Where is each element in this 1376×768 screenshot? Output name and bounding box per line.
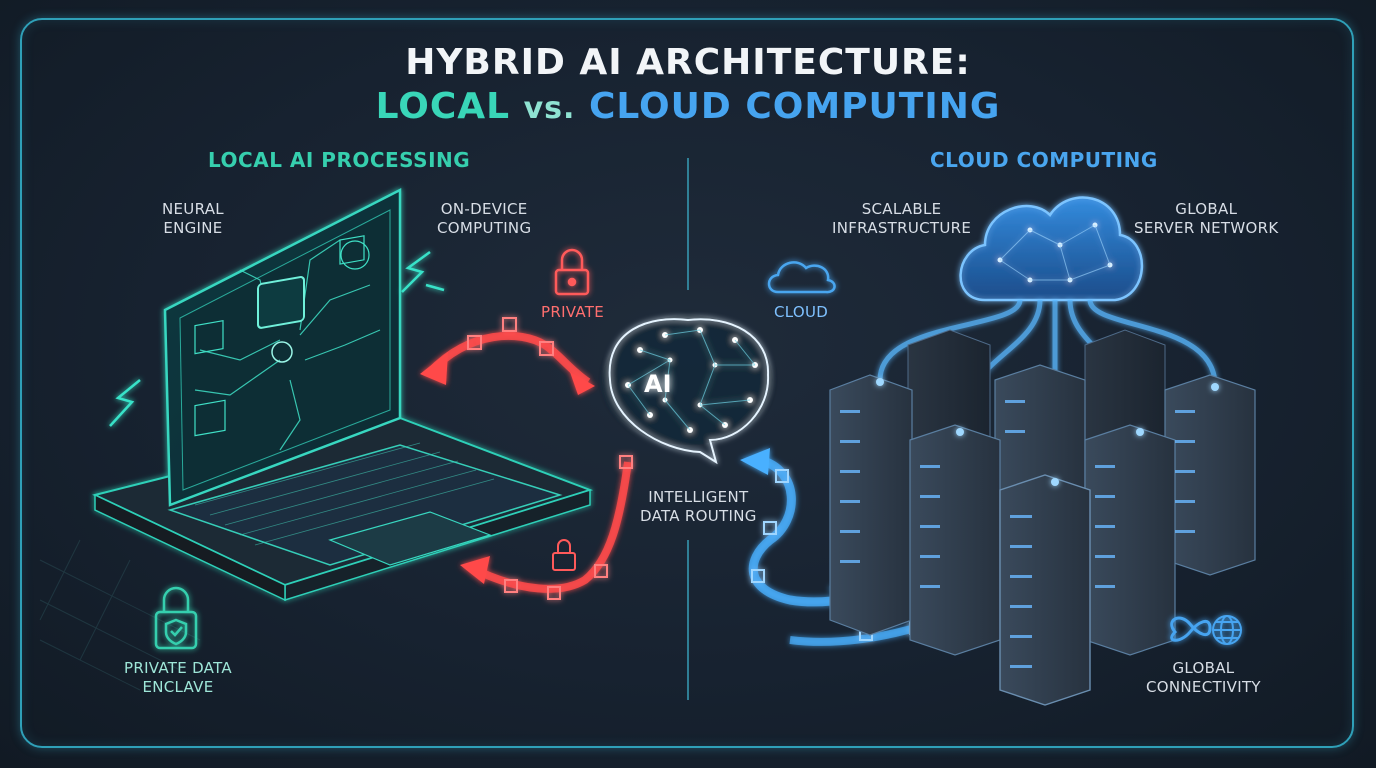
padlock-icon xyxy=(554,248,590,296)
global-server-label: GLOBAL SERVER NETWORK xyxy=(1134,200,1279,237)
private-enclave-label: PRIVATE DATA ENCLAVE xyxy=(124,659,232,696)
subtitle-vs: vs. xyxy=(523,91,576,126)
on-device-label: ON-DEVICE COMPUTING xyxy=(437,200,532,237)
infinity-icon xyxy=(1170,616,1212,642)
cloud-icon xyxy=(767,261,836,294)
laptop-icon xyxy=(92,187,594,602)
cloud-label: CLOUD xyxy=(774,303,829,321)
scalable-label: SCALABLE INFRASTRUCTURE xyxy=(832,200,972,237)
subtitle-local: LOCAL xyxy=(375,86,511,127)
outer-frame xyxy=(20,18,1354,748)
global-connectivity-label: GLOBAL CONNECTIVITY xyxy=(1146,659,1261,696)
padlock-icon xyxy=(552,539,576,571)
rack-top-nodes xyxy=(876,378,1219,486)
server-rack-lights xyxy=(840,400,1195,668)
globe-icon xyxy=(1212,615,1242,645)
private-label: PRIVATE xyxy=(541,303,605,321)
ai-brain-icon xyxy=(603,315,773,465)
shield-icon xyxy=(154,586,198,650)
local-section-heading: LOCAL AI PROCESSING xyxy=(208,148,471,172)
network-cloud-icon xyxy=(959,196,1144,302)
subtitle-cloud: CLOUD COMPUTING xyxy=(588,86,1001,127)
private-data-arrow-upper xyxy=(420,317,595,395)
floor-grid xyxy=(39,539,201,691)
brain-icon xyxy=(271,341,293,363)
routing-label: INTELLIGENT DATA ROUTING xyxy=(640,488,757,525)
cloud-section-heading: CLOUD COMPUTING xyxy=(930,148,1158,172)
lightning-icon xyxy=(109,250,445,427)
private-data-arrow-lower xyxy=(460,455,633,600)
neural-engine-label: NEURAL ENGINE xyxy=(162,200,224,237)
diagram-subtitle: LOCAL vs. CLOUD COMPUTING xyxy=(0,86,1376,127)
ai-label: AI xyxy=(644,370,672,398)
diagram-title: HYBRID AI ARCHITECTURE: xyxy=(405,42,971,83)
server-rack-icon xyxy=(829,329,1256,706)
